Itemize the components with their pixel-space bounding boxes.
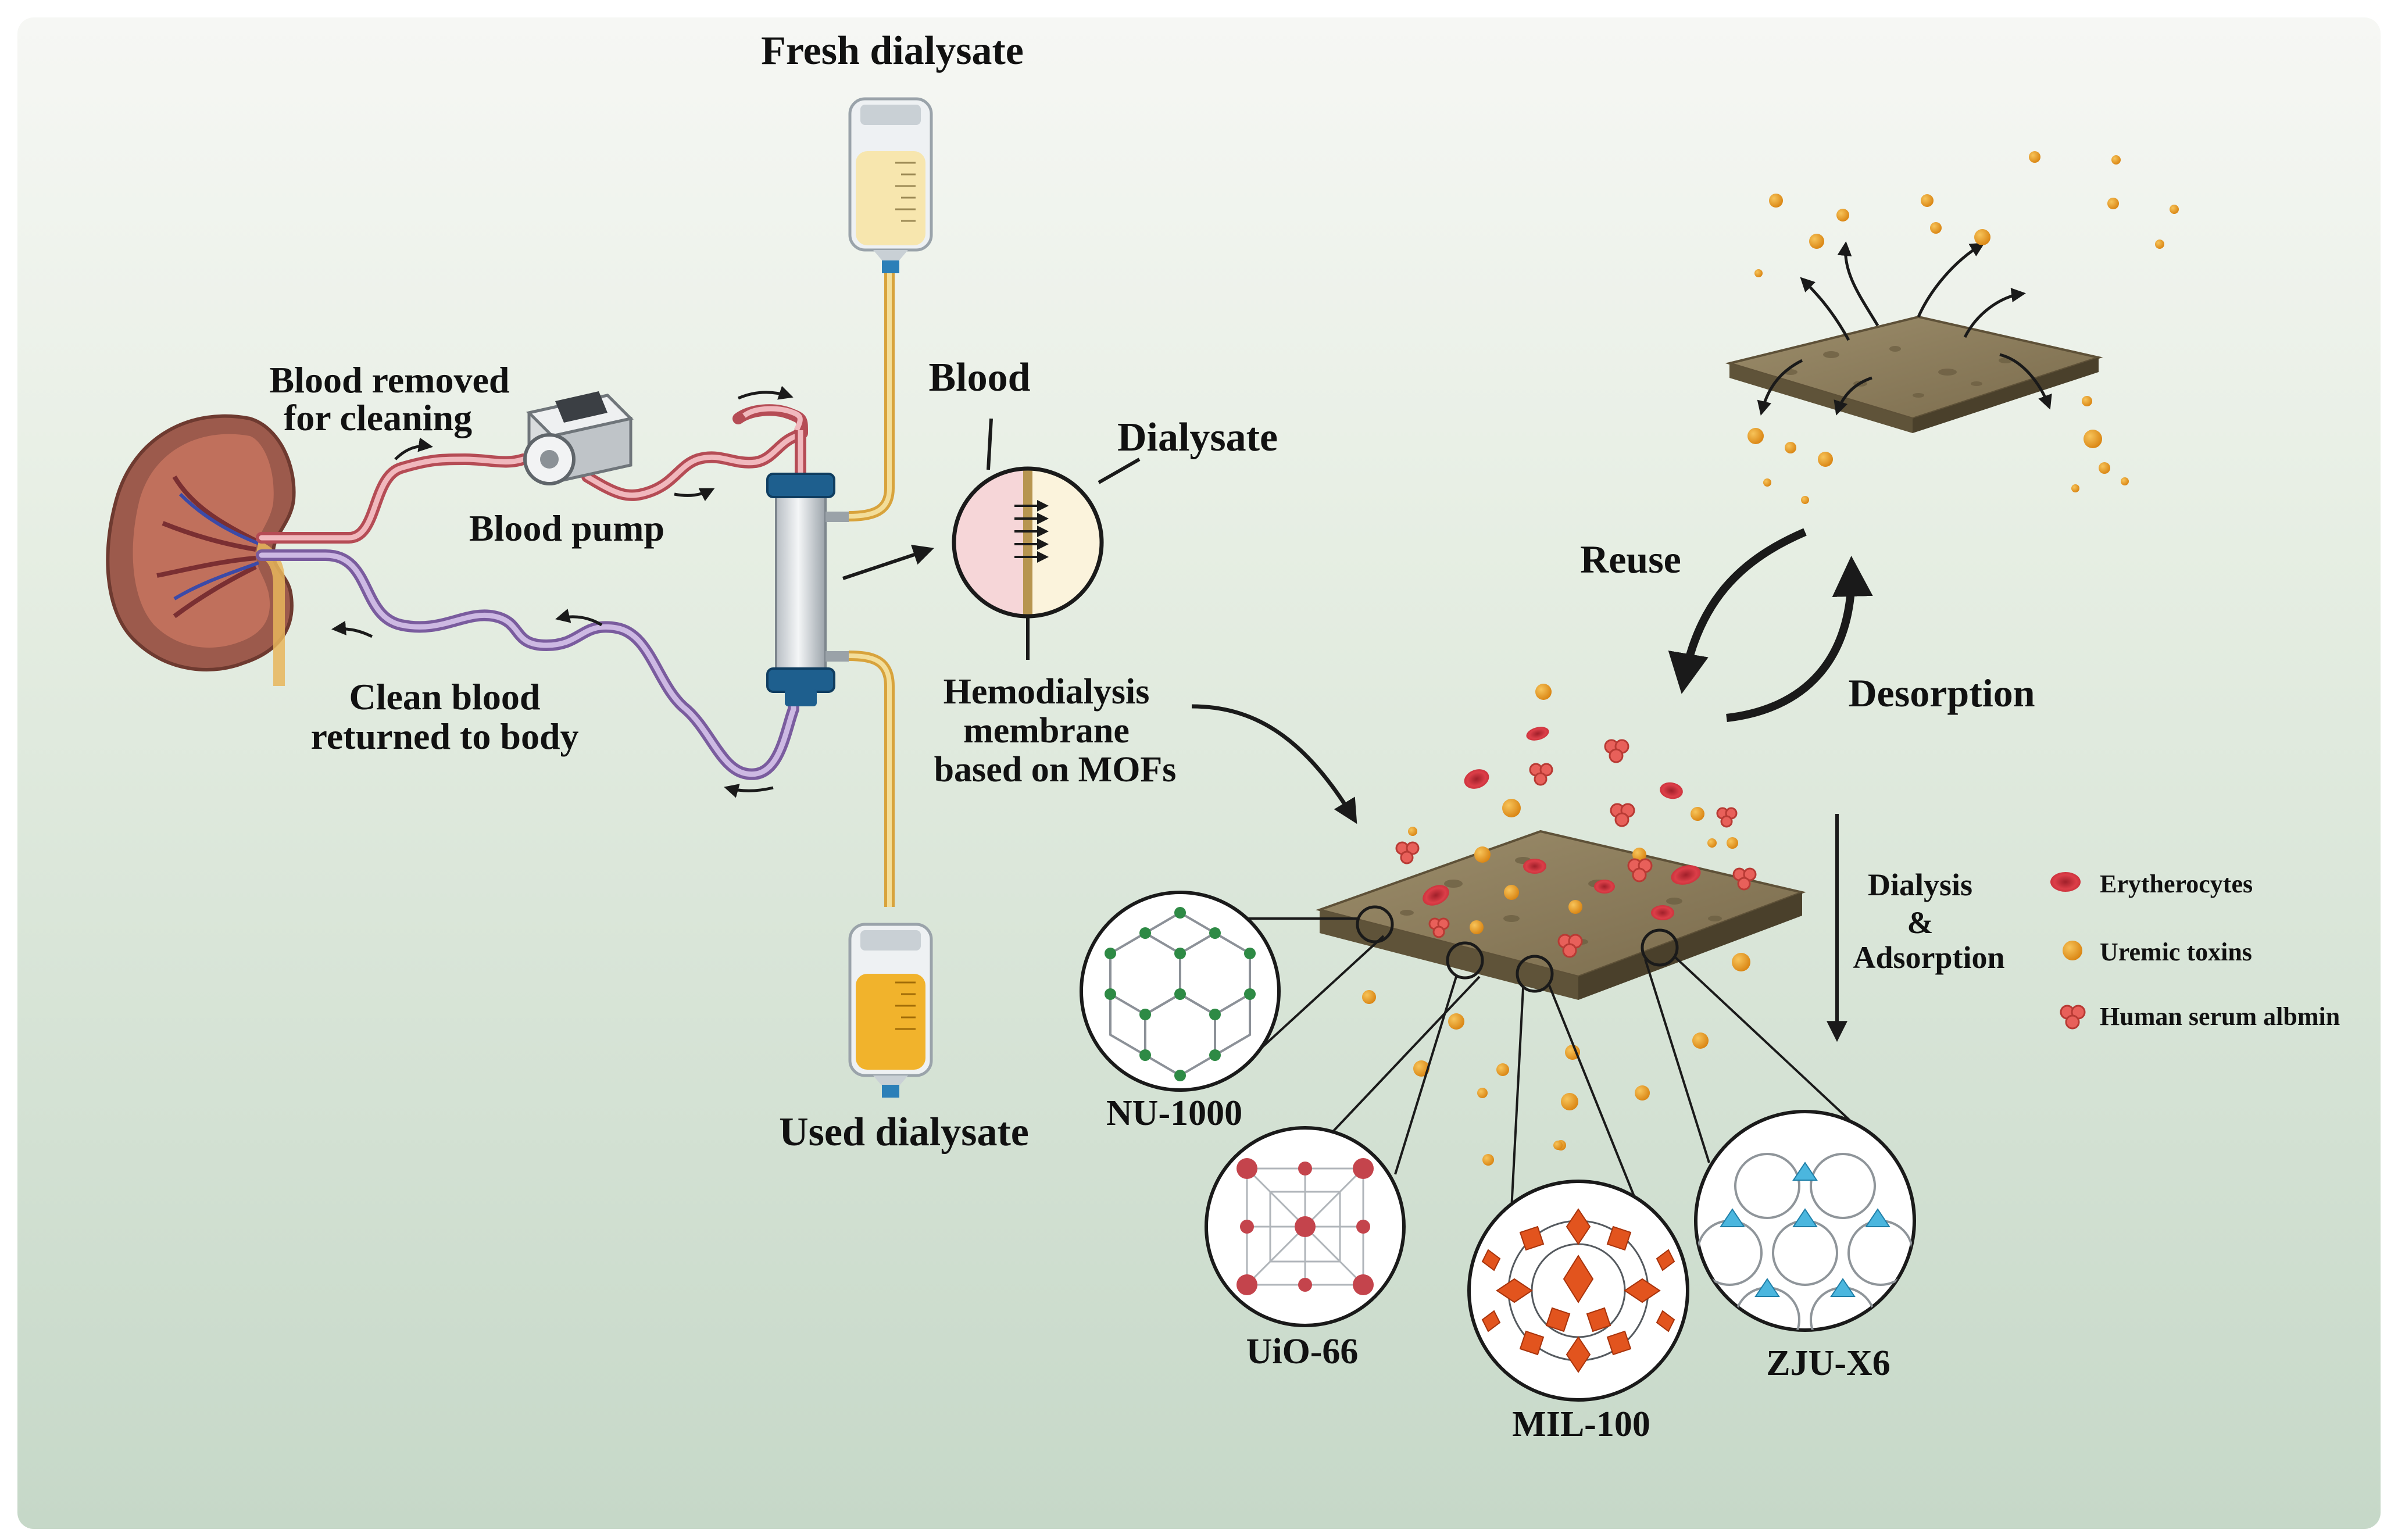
uio-66-structure <box>1205 1126 1406 1327</box>
dialysis-label-line2: & <box>1907 905 1934 940</box>
fresh-dialysate-label: Fresh dialysate <box>761 28 1024 73</box>
released-toxins <box>1747 151 2179 504</box>
erythrocyte-icon <box>2050 872 2081 892</box>
used-dialysate-bag <box>848 923 933 1098</box>
blood-label: Blood <box>928 355 1030 400</box>
desorption-arrow <box>1726 556 1873 722</box>
mof-label-uio-66: UiO-66 <box>1246 1332 1359 1371</box>
membrane-label-line1: Hemodialysis <box>944 672 1150 712</box>
used-dialysate-label: Used dialysate <box>779 1110 1029 1155</box>
blood-removed-label-line2: for cleaning <box>284 397 472 438</box>
nu-1000-structure <box>1080 891 1281 1092</box>
membrane-label-line2: membrane <box>963 711 1130 751</box>
desorption-membrane <box>1725 241 2103 433</box>
clean-blood-label-line1: Clean blood <box>349 676 541 717</box>
membrane-label-line3: based on MOFs <box>934 750 1177 789</box>
legend-label-erythrocytes: Erytherocytes <box>2100 870 2253 898</box>
zoom-arrow <box>842 545 934 580</box>
mof-label-nu-1000: NU-1000 <box>1106 1094 1242 1133</box>
clean-blood-label-line2: returned to body <box>310 716 578 757</box>
albumin-icon <box>2060 1005 2086 1030</box>
blood-pump-icon <box>523 391 634 485</box>
background-panel <box>17 17 2381 1529</box>
dialysate-label: Dialysate <box>1117 415 1278 460</box>
membrane-pointer-arrow <box>1191 704 1357 824</box>
erythrocytes <box>1423 727 1701 920</box>
fresh-dialysate-bag <box>848 97 933 273</box>
blood-removed-label-line1: Blood removed <box>269 359 509 401</box>
blood-pump-label: Blood pump <box>469 508 664 549</box>
dialysis-label-line1: Dialysis <box>1868 867 1972 902</box>
flow-arrows <box>331 385 794 798</box>
dialyzer-icon <box>766 473 849 706</box>
albumin-proteins <box>1395 739 1757 958</box>
desorption-label: Desorption <box>1848 671 2035 715</box>
dialysis-label-line3: Adsorption <box>1853 940 2004 975</box>
legend-label-albumin: Human serum albmin <box>2100 1002 2340 1031</box>
mof-label-mil-100: MIL-100 <box>1512 1405 1650 1444</box>
kidney-icon <box>106 414 296 686</box>
mil-100-structure <box>1467 1180 1689 1402</box>
uremic-toxin-icon <box>2063 941 2082 960</box>
zju-x6-structure <box>1694 1110 1916 1332</box>
reuse-arrow <box>1668 528 1807 694</box>
reuse-label: Reuse <box>1580 537 1681 581</box>
legend-label-uremic-toxins: Uremic toxins <box>2100 938 2252 966</box>
mof-label-zju-x6: ZJU-X6 <box>1766 1344 1890 1383</box>
